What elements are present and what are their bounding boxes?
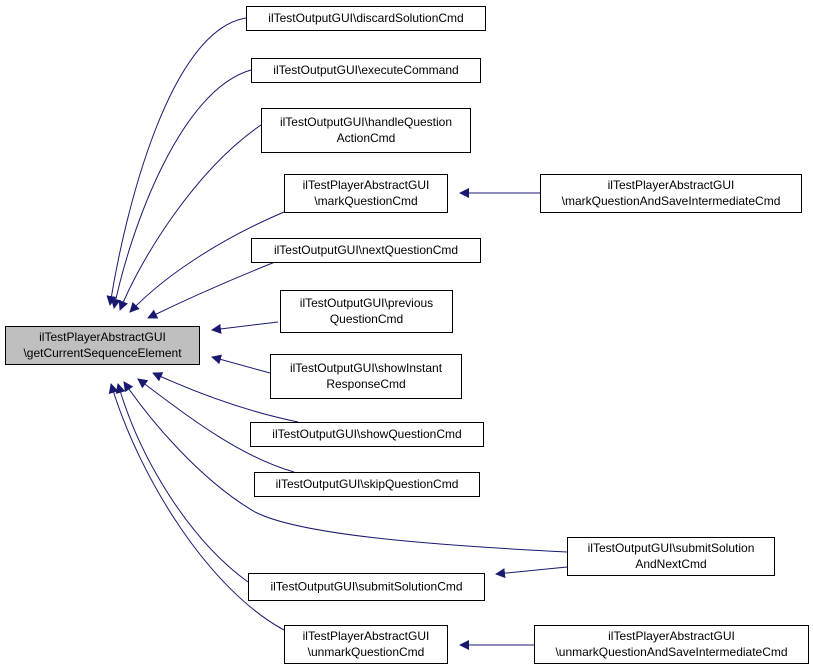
- node-label: ilTestPlayerAbstractGUI: [303, 629, 430, 643]
- node-box: [250, 422, 484, 447]
- node-nextQ[interactable]: ilTestOutputGUI\nextQuestionCmd: [251, 238, 481, 263]
- node-box: [5, 326, 200, 365]
- node-label: ResponseCmd: [326, 377, 405, 391]
- node-label: ilTestOutputGUI\submitSolutionCmd: [270, 580, 462, 594]
- node-box: [534, 625, 809, 664]
- node-label: \unmarkQuestionCmd: [308, 645, 425, 659]
- node-label: ilTestOutputGUI\discardSolutionCmd: [268, 11, 463, 25]
- node-discard[interactable]: ilTestOutputGUI\discardSolutionCmd: [246, 6, 486, 31]
- node-label: ilTestOutputGUI\previous: [300, 296, 433, 310]
- node-box: [248, 573, 485, 601]
- node-label: ilTestOutputGUI\executeCommand: [273, 63, 458, 77]
- node-label: ilTestOutputGUI\skipQuestionCmd: [276, 477, 459, 491]
- node-markSave[interactable]: ilTestPlayerAbstractGUI \markQuestionAndS…: [540, 174, 802, 213]
- node-box: [251, 238, 481, 263]
- node-unmarkSave[interactable]: ilTestPlayerAbstractGUI \unmarkQuestionAn…: [534, 625, 809, 664]
- node-label: \markQuestionCmd: [314, 194, 417, 208]
- node-label: ilTestOutputGUI\nextQuestionCmd: [274, 243, 458, 257]
- edge-handleQA-to-root: [118, 124, 262, 311]
- node-box: [567, 537, 775, 576]
- edge-nextQ-to-root: [147, 261, 276, 319]
- node-execute[interactable]: ilTestOutputGUI\executeCommand: [251, 58, 481, 83]
- node-box: [280, 290, 453, 333]
- edge-showInstant-to-root: [211, 354, 271, 374]
- edges: [106, 17, 568, 650]
- node-label: ilTestPlayerAbstractGUI: [39, 330, 166, 344]
- node-label: \getCurrentSequenceElement: [23, 346, 182, 360]
- node-markQ[interactable]: ilTestPlayerAbstractGUI \markQuestionCmd: [284, 174, 448, 213]
- node-label: QuestionCmd: [330, 312, 403, 326]
- node-label: \markQuestionAndSaveIntermediateCmd: [562, 194, 781, 208]
- edge-prevQ-to-root: [211, 321, 279, 334]
- nodes: ilTestPlayerAbstractGUI \getCurrentSequen…: [5, 6, 809, 664]
- edge-submitNext-to-submitSol: [495, 566, 568, 579]
- edge-submitNext-to-root: [123, 381, 568, 553]
- node-label: ilTestOutputGUI\showInstant: [290, 361, 443, 375]
- node-showQ[interactable]: ilTestOutputGUI\showQuestionCmd: [250, 422, 484, 447]
- node-submitSol[interactable]: ilTestOutputGUI\submitSolutionCmd: [248, 573, 485, 601]
- node-label: ilTestPlayerAbstractGUI: [608, 629, 735, 643]
- edge-execute-to-root: [110, 69, 252, 309]
- node-box: [251, 58, 481, 83]
- node-label: ilTestOutputGUI\showQuestionCmd: [272, 427, 461, 441]
- node-label: ilTestOutputGUI\handleQuestion: [280, 115, 452, 129]
- node-unmarkQ[interactable]: ilTestPlayerAbstractGUI \unmarkQuestionCm…: [284, 625, 448, 664]
- node-box: [540, 174, 802, 213]
- node-box: [284, 174, 448, 213]
- node-label: ilTestPlayerAbstractGUI: [608, 178, 735, 192]
- node-box: [270, 354, 462, 399]
- node-box: [261, 108, 471, 153]
- node-label: ilTestPlayerAbstractGUI: [303, 178, 430, 192]
- edge-skipQ-to-root: [137, 378, 295, 473]
- edge-submitSol-to-root: [115, 383, 249, 583]
- node-skipQ[interactable]: ilTestOutputGUI\skipQuestionCmd: [254, 472, 480, 497]
- edge-markQ-to-root: [129, 211, 285, 313]
- node-root[interactable]: ilTestPlayerAbstractGUI \getCurrentSequen…: [5, 326, 200, 365]
- node-box: [254, 472, 480, 497]
- node-box: [246, 6, 486, 31]
- edge-unmarkQ-to-root: [108, 383, 285, 631]
- edge-showQ-to-root: [152, 372, 299, 423]
- edge-discard-to-root: [106, 17, 247, 306]
- node-box: [284, 625, 448, 664]
- node-label: \unmarkQuestionAndSaveIntermediateCmd: [555, 645, 787, 659]
- node-label: AndNextCmd: [635, 557, 706, 571]
- node-label: ActionCmd: [337, 131, 396, 145]
- node-label: ilTestOutputGUI\submitSolution: [588, 541, 755, 555]
